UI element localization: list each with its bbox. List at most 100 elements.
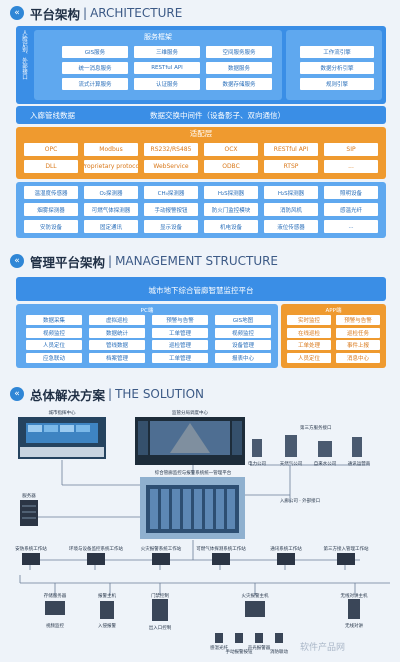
company-buildings: [252, 435, 362, 457]
section-architecture-title: « 平台架构 | ARCHITECTURE: [10, 3, 182, 23]
adapter-box: OCX: [204, 143, 258, 156]
device-label: 消防联动: [270, 648, 288, 655]
section-title-cn: 管理平台架构: [30, 254, 106, 270]
workstation-label: 火灾报警系统工作站: [141, 545, 182, 552]
service-box: 流式计算服务: [62, 78, 128, 90]
section-title-cn: 总体解决方案: [30, 387, 106, 403]
service-box: 三维服务: [134, 46, 200, 58]
pc-function-box: 数据统计: [89, 327, 145, 338]
section-title-separator: |: [83, 6, 88, 20]
service-box: 空间服务服务: [206, 46, 272, 58]
service-box: 数据存储服务: [206, 78, 272, 90]
workstation-label: 环境与设备监控系统工作站: [69, 545, 123, 552]
service-box: RESTful API: [134, 62, 200, 74]
device-group-label: 无线对讲主机: [341, 592, 368, 599]
sensor-box: 机电设备: [204, 220, 258, 233]
pc-function-box: 视频监控: [26, 327, 82, 338]
pc-function-box: 人员定位: [26, 340, 82, 350]
adapter-box: RS232/RS485: [144, 143, 198, 156]
mgmt-platform-bar: [16, 277, 386, 301]
pc-function-box: 虚拟巡检: [89, 315, 145, 325]
adapter-box: DLL: [24, 160, 78, 173]
section-management-title: « 管理平台架构 | MANAGEMENT STRUCTURE: [10, 251, 278, 271]
adapter-box: RESTful API: [264, 143, 318, 156]
app-function-box: 在线巡检: [287, 327, 331, 338]
adapter-box: SIP: [324, 143, 378, 156]
sensor-box: H₂S探测器: [204, 186, 258, 199]
device-group-label: 报警主机: [98, 592, 116, 599]
section-title-separator: |: [108, 254, 113, 268]
pc-function-box: 预警与告警: [152, 315, 208, 325]
sensor-box: 液位传感器: [264, 220, 318, 233]
device-group-label: 火灾报警主机: [242, 592, 269, 599]
sensor-box: CH₄探测器: [144, 186, 198, 199]
service-box: 统一消息服务: [62, 62, 128, 74]
pc-function-box: 设备管理: [215, 340, 271, 350]
adapter-box: Modbus: [84, 143, 138, 156]
sensor-box: 温湿度传感器: [24, 186, 78, 199]
sensor-box: H₂S探测器: [264, 186, 318, 199]
app-function-box: 巡检任务: [336, 327, 380, 338]
service-box: 数据服务: [206, 62, 272, 74]
city-center-image: [18, 417, 106, 459]
adapter-box: WebService: [144, 160, 198, 173]
workstation-label: 安防系统工作站: [15, 545, 47, 552]
pc-title: PC端: [140, 308, 154, 314]
device-label: 入侵报警: [98, 622, 116, 629]
app-function-box: 实时监控: [287, 315, 331, 325]
third-party-label: 第三方服务接口: [300, 424, 332, 431]
app-function-box: 消息中心: [336, 352, 380, 363]
chevron-left-icon: «: [10, 6, 24, 20]
sensor-box: 烟雾探测器: [24, 203, 78, 216]
device-label: 声光报警器: [248, 644, 271, 651]
workstation-label: 第三方接入管理工作站: [324, 545, 369, 552]
workstation-label: 通讯系统工作站: [270, 545, 302, 552]
control-center-label: 监管分局调度中心: [172, 409, 208, 416]
app-function-box: 工单处理: [287, 340, 331, 350]
server-icon: [20, 500, 38, 526]
sensor-box: 固定通讯: [84, 220, 138, 233]
pc-function-box: 巡检管理: [152, 340, 208, 350]
pipeline-bar: [16, 106, 386, 124]
device-group-label: 存储服务器: [44, 592, 67, 599]
engine-box: 工作流引擎: [300, 46, 374, 58]
adapter-box: RTSP: [264, 160, 318, 173]
sensor-box: O₂探测器: [84, 186, 138, 199]
device-label: 出入口控制: [149, 624, 172, 631]
sensor-box: 防火门监控模块: [204, 203, 258, 216]
adapter-box: OPC: [24, 143, 78, 156]
service-box: GIS服务: [62, 46, 128, 58]
device-label: 视频监控: [46, 622, 64, 629]
app-function-box: 事件上报: [336, 340, 380, 350]
watermark: 软件产品网: [300, 643, 346, 653]
company-label: 通讯运营商: [348, 460, 371, 467]
app-function-box: 预警与告警: [336, 315, 380, 325]
pc-function-box: 数据采集: [26, 315, 82, 325]
section-title-cn: 平台架构: [30, 6, 81, 22]
bottom-device-icons: [45, 599, 360, 643]
device-group-label: 门禁控制: [151, 592, 169, 599]
pc-function-box: 档案管理: [89, 352, 145, 363]
chevron-left-icon: «: [10, 387, 24, 401]
city-center-label: 城市指挥中心: [49, 409, 76, 416]
sensor-box: 安防设备: [24, 220, 78, 233]
pc-function-box: 工单管理: [152, 327, 208, 338]
sensor-box: ...: [324, 220, 378, 233]
platform-label: 综合管廊监控与报警系统统一管理平台: [155, 469, 232, 476]
pc-function-box: 报表中心: [215, 352, 271, 363]
service-framework-title: 服务框架: [144, 33, 172, 41]
app-function-box: 人员定位: [287, 352, 331, 363]
company-label: 自来水公司: [314, 460, 337, 467]
section-solution-title: « 总体解决方案 | THE SOLUTION: [10, 384, 204, 404]
pc-function-box: 视频监控: [215, 327, 271, 338]
side-label: 人脸识别、外部接口: [21, 30, 27, 80]
engine-box: 规则引擎: [300, 78, 374, 90]
pc-function-box: 应急联动: [26, 352, 82, 363]
adapter-box: ...: [324, 160, 378, 173]
section-title-separator: |: [108, 387, 113, 401]
device-label: 手动报警按钮: [226, 648, 253, 655]
adapter-title: 适配层: [189, 129, 213, 138]
pc-function-box: GIS地图: [215, 315, 271, 325]
adapter-box: ODBC: [204, 160, 258, 173]
